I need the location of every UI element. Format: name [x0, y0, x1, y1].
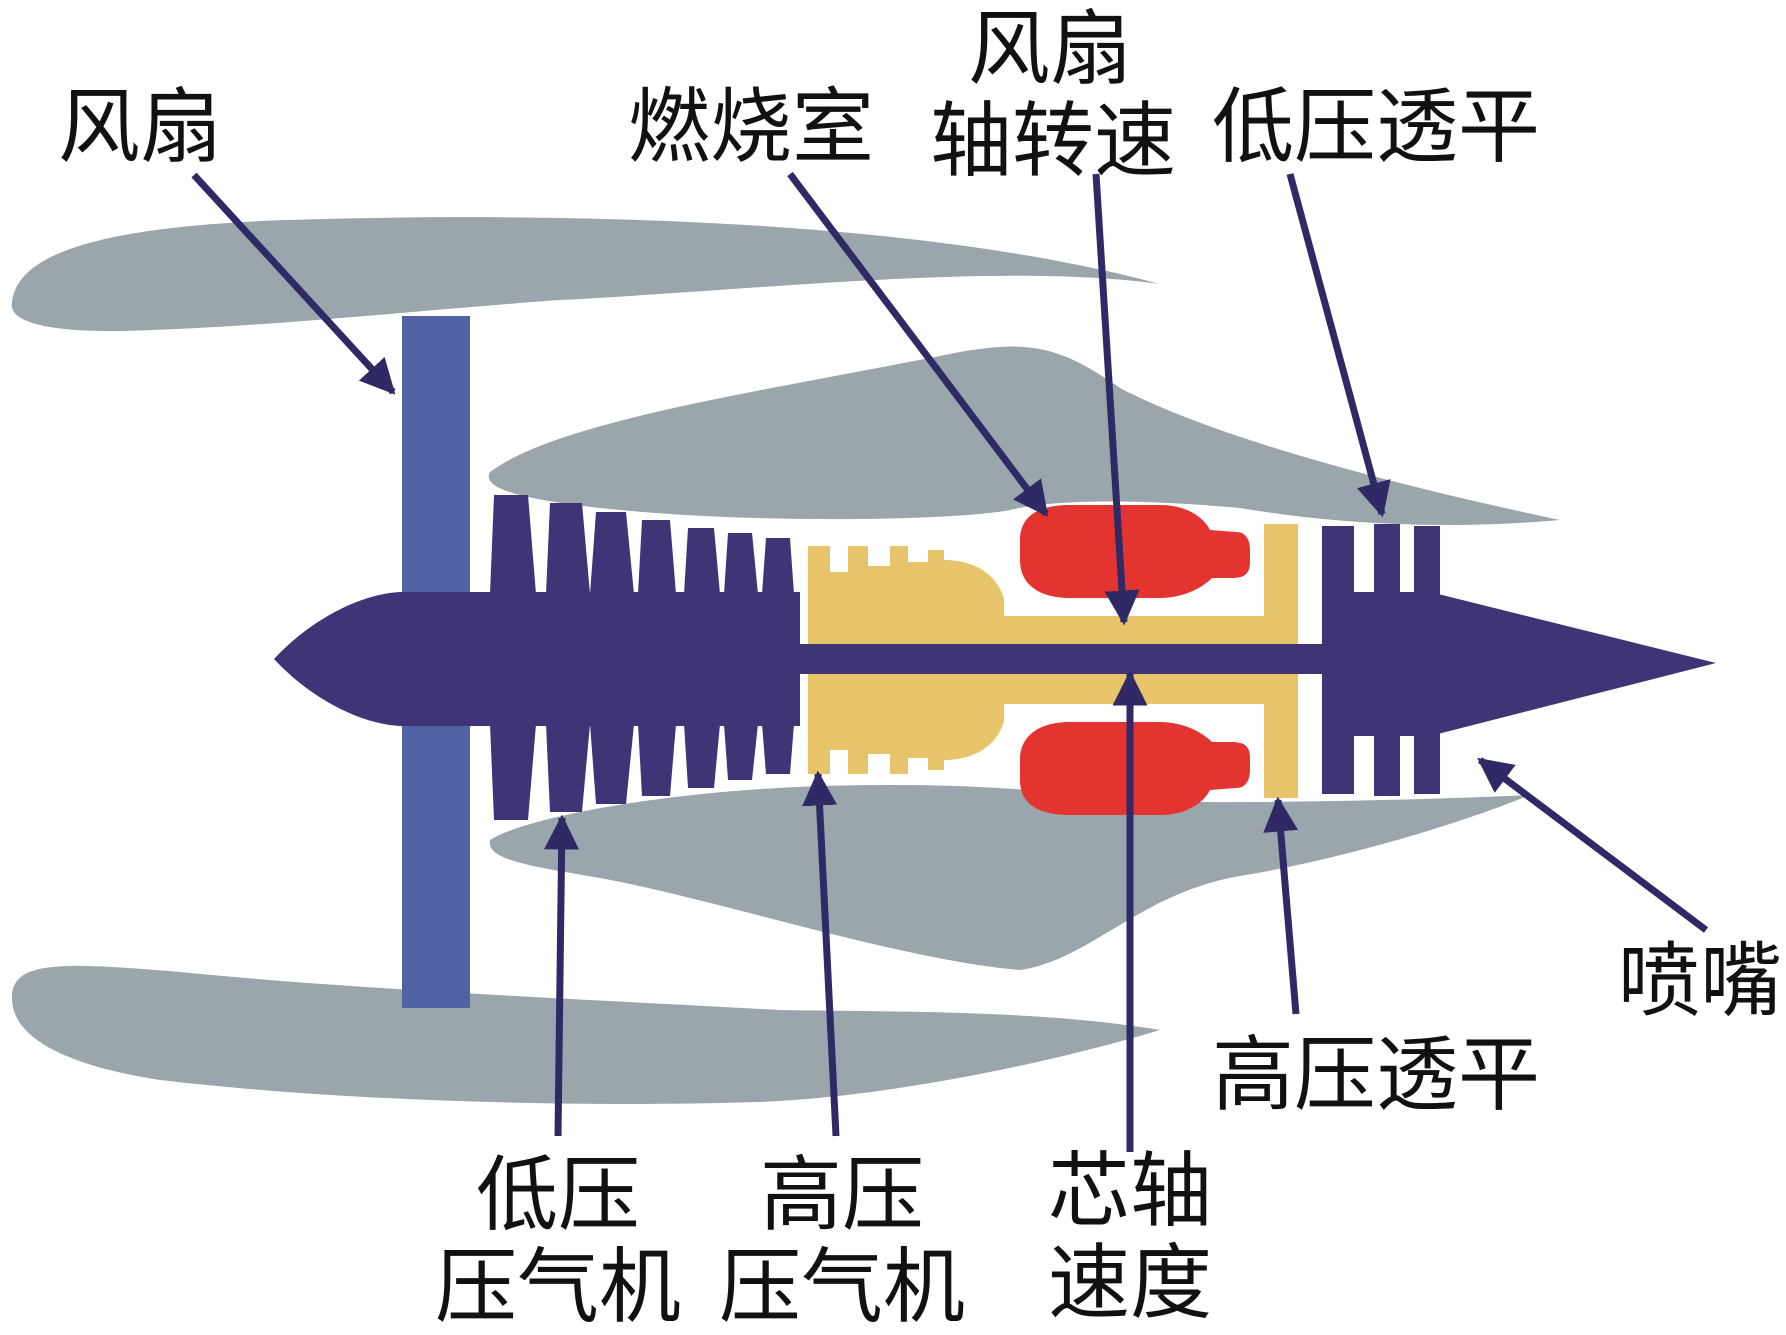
label-hp-compressor-line1: 高压	[759, 1148, 924, 1243]
arrow-fan	[191, 172, 396, 395]
arrow-combustor	[787, 171, 1049, 517]
label-fan-shaft-speed: 风扇 轴转速	[930, 2, 1177, 189]
arrow-nozzle	[1477, 757, 1709, 933]
label-fan-text: 风扇	[58, 80, 223, 175]
high-pressure-spool-upper	[808, 524, 1298, 644]
combustor-lower	[1020, 722, 1250, 815]
label-combustor-text: 燃烧室	[628, 80, 875, 175]
arrow-hp-turbine	[1263, 796, 1300, 1015]
label-lp-turbine: 低压透平	[1212, 82, 1540, 174]
combustor-upper	[1020, 505, 1250, 598]
label-hp-compressor: 高压 压气机	[716, 1150, 968, 1334]
label-nozzle: 喷嘴	[1618, 936, 1782, 1028]
label-lp-compressor: 低压 压气机	[432, 1150, 684, 1334]
label-lp-turbine-text: 低压透平	[1212, 80, 1541, 175]
outer-nacelle-lower	[11, 965, 1161, 1104]
label-lp-compressor-line1: 低压	[475, 1148, 640, 1243]
spinner	[274, 592, 800, 726]
high-pressure-spool-lower	[808, 674, 1298, 798]
leader-arrows	[191, 171, 1709, 1152]
turbine-hub	[1350, 592, 1440, 736]
label-fan-shaft-speed-line2: 轴转速	[930, 94, 1177, 189]
exhaust-cone	[1354, 592, 1716, 736]
label-combustor: 燃烧室	[628, 82, 874, 174]
arrow-lp-compressor	[544, 814, 580, 1137]
label-hp-compressor-line2: 压气机	[718, 1240, 965, 1335]
label-core-speed-line2: 速度	[1047, 1236, 1212, 1331]
low-pressure-compressor-upper	[490, 495, 794, 594]
arrow-fan-speed	[1092, 173, 1140, 626]
label-fan-shaft-speed-line1: 风扇	[967, 2, 1132, 97]
label-fan: 风扇	[58, 82, 222, 174]
label-lp-compressor-line2: 压气机	[434, 1240, 681, 1335]
label-core-speed: 芯轴 速度	[1040, 1146, 1220, 1330]
arrow-lp-turbine	[1286, 173, 1391, 518]
core-cowl-lower	[489, 784, 1530, 970]
label-nozzle-text: 喷嘴	[1618, 934, 1783, 1029]
label-core-speed-line1: 芯轴	[1047, 1144, 1212, 1239]
outer-nacelle-upper	[11, 217, 1160, 332]
low-pressure-compressor-lower	[490, 724, 794, 820]
label-hp-turbine-text: 高压透平	[1212, 1028, 1541, 1123]
core-cowl-upper	[488, 346, 1560, 525]
label-hp-turbine: 高压透平	[1212, 1030, 1540, 1122]
arrow-hp-compressor	[802, 770, 840, 1137]
low-pressure-shaft	[790, 644, 1350, 674]
